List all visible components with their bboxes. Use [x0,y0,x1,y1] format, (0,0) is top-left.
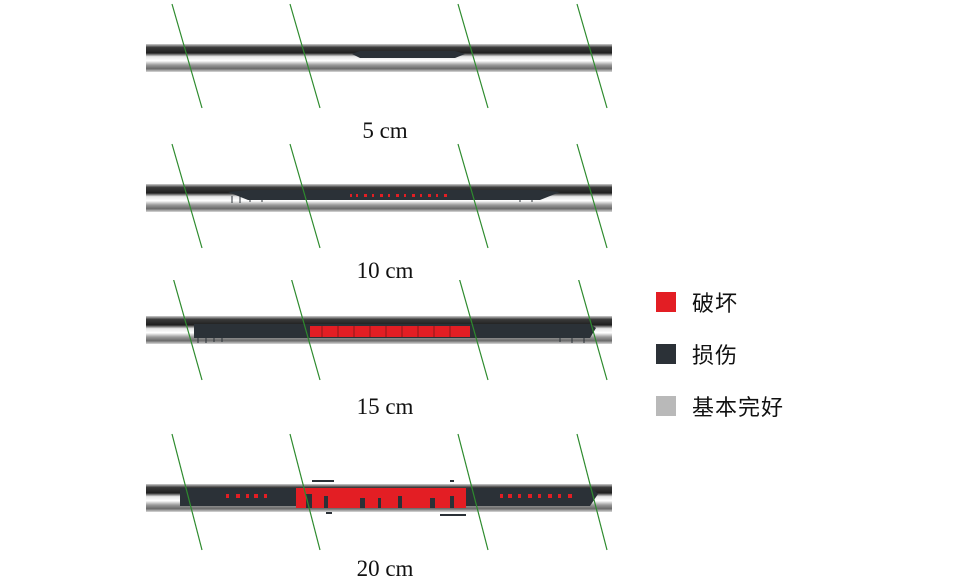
panel-label: 5 cm [362,118,408,143]
panel-5cm: 5 cm [0,0,640,143]
panel-20cm: 20 cm [0,424,640,581]
legend-label: 破坏 [692,292,739,317]
grid-line [576,433,608,551]
grid-line [289,3,321,109]
panel-label: 20 cm [356,556,414,581]
injury-swatch-icon [656,344,676,364]
grid-line [459,280,489,381]
grid-line [289,433,321,551]
panel-10cm: 10 cm [0,140,640,283]
damage-swatch-icon [656,292,676,312]
damage-zone [350,194,447,197]
pipe-diagram-5cm [146,3,612,109]
panel-15cm: 15 cm [0,280,640,420]
intact-swatch-icon [656,396,676,416]
pipe-diagram-15cm [146,280,612,381]
injury-zone [228,190,560,200]
grid-line [457,143,489,249]
legend: 破坏 损伤 基本完好 [656,276,784,432]
grid-line [171,143,203,249]
grid-line [578,280,608,381]
grid-line [289,143,321,249]
grid-line [576,143,608,249]
damage-zone [310,326,470,337]
panel-label: 10 cm [356,258,414,283]
grid-line [457,3,489,109]
grid-line [291,280,321,381]
legend-item-intact: 基本完好 [656,380,784,432]
legend-label: 基本完好 [692,396,785,421]
injury-zone [352,51,465,58]
grid-line [171,3,203,109]
pipe-diagram-10cm [146,143,612,249]
grid-line [457,433,489,551]
grid-line [576,3,608,109]
legend-item-injury: 损伤 [656,328,784,380]
legend-label: 损伤 [692,344,739,369]
pipe-diagram-20cm [146,433,612,551]
panel-label: 15 cm [356,394,414,419]
legend-item-damage: 破坏 [656,276,784,328]
grid-line [171,433,203,551]
grid-line [173,280,203,381]
